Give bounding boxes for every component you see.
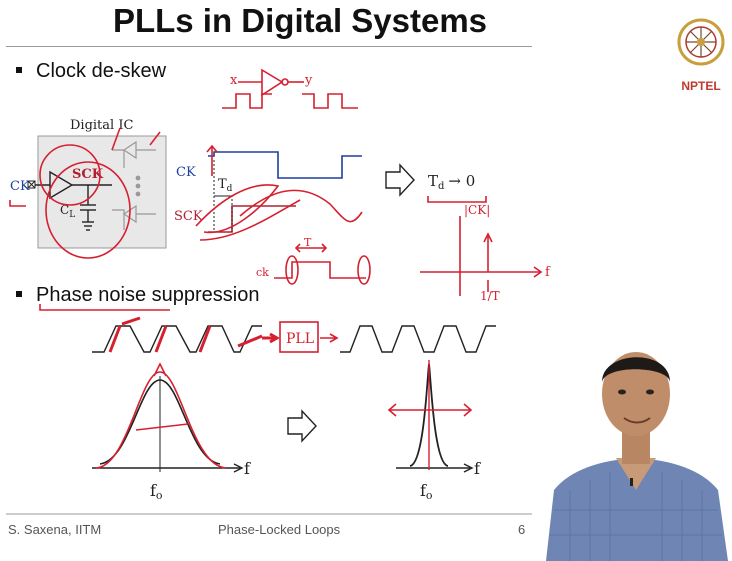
- slide-title: PLLs in Digital Systems: [112, 2, 488, 39]
- spectrum-after: f fo: [387, 360, 481, 502]
- hand-spectrum-sketch: |CK| 1/T f: [420, 203, 551, 303]
- footer-course: Phase-Locked Loops: [218, 522, 341, 537]
- digital-ic-box: [37, 135, 167, 249]
- f-axis-label-2: f: [474, 459, 481, 478]
- ck-wave-label: CK: [176, 165, 196, 180]
- phase-noise-underline: [39, 304, 170, 311]
- nptel-logo-text: NPTEL: [681, 79, 721, 93]
- hand-f-label: f: [545, 265, 551, 280]
- hand-inverter-sketch: x y: [222, 68, 358, 109]
- fo-label-2: fo: [420, 481, 433, 502]
- spectrum-before: f fo: [92, 362, 251, 502]
- hand-inv-t-label: 1/T: [480, 289, 500, 303]
- f-axis-label-1: f: [244, 459, 251, 478]
- hand-t-label: T: [304, 236, 312, 249]
- timing-diagram: CK SCK Td: [174, 144, 363, 241]
- clean-clock: [340, 325, 496, 353]
- footer-author: S. Saxena, IITM: [8, 522, 102, 537]
- sck-wave-label: SCK: [174, 209, 203, 224]
- ck-waveform: [208, 151, 362, 179]
- bullet-phase-noise: Phase noise suppression: [16, 284, 259, 307]
- presenter-face: [602, 352, 670, 436]
- hand-ck-spectrum-label: |CK|: [464, 203, 490, 217]
- fo-label-1: fo: [150, 481, 163, 502]
- implies-arrow-icon: [385, 163, 415, 197]
- bullet-clock-deskew: Clock de-skew: [16, 60, 166, 83]
- bullet-dot-icon: [16, 290, 22, 297]
- digital-ic-label: Digital IC: [70, 118, 133, 133]
- presenter-video: [540, 320, 732, 561]
- lapel-mic-icon: [630, 478, 633, 486]
- sck-node-label: SCK: [72, 167, 104, 182]
- pll-block: [279, 321, 319, 353]
- ck-pin-label: CK: [10, 179, 30, 194]
- noisy-clock: [92, 325, 262, 353]
- implies-arrow-icon-2: [287, 409, 317, 443]
- title-divider: [6, 46, 532, 47]
- hand-ck-label: ck: [256, 266, 269, 279]
- bullet-phase-noise-text: Phase noise suppression: [36, 284, 260, 306]
- hand-x-label: x: [230, 73, 238, 88]
- td-underline: [427, 196, 487, 203]
- footer-page-number: 6: [518, 522, 526, 537]
- pll-label: PLL: [286, 331, 314, 347]
- ic-ink-annotations: [9, 127, 161, 259]
- td-result: Td→ 0: [428, 172, 475, 192]
- hand-period-sketch: ck T: [256, 236, 371, 285]
- bullet-dot-icon: [16, 66, 22, 73]
- narrow-spectrum-ink: [387, 403, 473, 417]
- td-label: Td: [218, 177, 233, 194]
- broad-spectrum-ink: [95, 371, 227, 469]
- hand-y-label: y: [304, 73, 313, 88]
- ic-internal-buffers: [112, 140, 156, 230]
- bullet-clock-deskew-text: Clock de-skew: [36, 60, 167, 82]
- cl-label: CL: [60, 203, 75, 220]
- noisy-clock-ink: [108, 316, 281, 353]
- broad-spectrum-curve: [99, 379, 221, 465]
- clock-buffer: [30, 170, 112, 231]
- nptel-emblem-icon: [677, 18, 725, 66]
- nptel-logo: [676, 12, 726, 86]
